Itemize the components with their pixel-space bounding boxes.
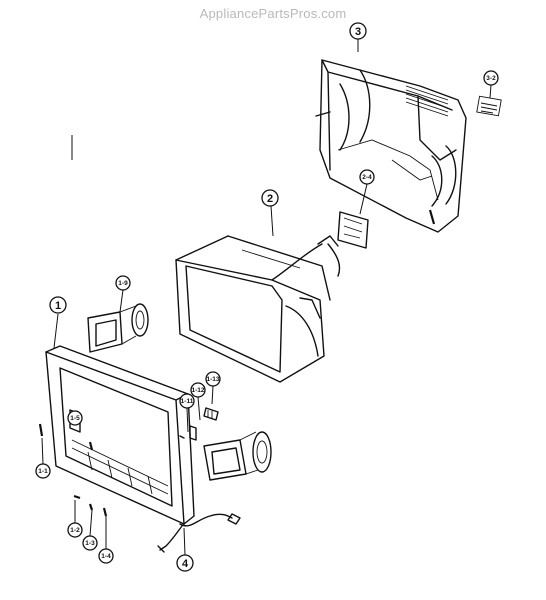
callout-1-4: 1-4 (98, 548, 114, 564)
back-cabinet (315, 59, 467, 233)
svg-text:1-13: 1-13 (206, 376, 219, 383)
callout-1-2: 1-2 (67, 522, 83, 538)
svg-text:1-4: 1-4 (101, 553, 111, 560)
speaker-left (87, 303, 149, 353)
watermark-text: AppliancePartsPros.com (199, 6, 347, 21)
svg-text:4: 4 (182, 558, 189, 570)
callout-1-13: 1-13 (205, 371, 221, 387)
callout-1-12: 1-12 (190, 382, 206, 398)
svg-text:1-2: 1-2 (70, 527, 80, 534)
svg-text:2: 2 (267, 193, 273, 205)
neck-pcb (317, 211, 369, 277)
svg-text:3: 3 (355, 26, 361, 38)
svg-text:3-2: 3-2 (486, 75, 496, 82)
control-buttons (179, 407, 219, 441)
callout-1-9: 1-9 (115, 275, 131, 291)
callout-3: 3 (349, 22, 367, 40)
svg-text:1-1: 1-1 (38, 468, 48, 475)
callout-1-3: 1-3 (82, 535, 98, 551)
svg-text:1-5: 1-5 (70, 415, 80, 422)
callout-3-2: 3-2 (483, 70, 499, 86)
speaker-right (203, 431, 272, 481)
callout-1-1: 1-1 (35, 463, 51, 479)
svg-text:1-12: 1-12 (191, 387, 204, 394)
screws (38, 423, 108, 517)
front-cabinet (45, 345, 195, 525)
picture-tube-crt (175, 235, 331, 383)
svg-text:2-4: 2-4 (362, 174, 372, 181)
leader-lines (41, 39, 492, 556)
cabinet-vents (405, 85, 449, 117)
callout-2: 2 (261, 189, 279, 207)
callout-1: 1 (49, 296, 67, 314)
callout-4: 4 (176, 554, 194, 572)
svg-text:1: 1 (55, 300, 61, 312)
svg-text:1-9: 1-9 (118, 280, 128, 287)
power-cord (157, 513, 241, 553)
callout-1-5: 1-5 (67, 410, 83, 426)
svg-text:1-11: 1-11 (181, 398, 194, 405)
callout-1-11: 1-11 (179, 393, 195, 409)
callout-2-4: 2-4 (359, 169, 375, 185)
rating-label-sticker (476, 95, 502, 117)
svg-text:1-3: 1-3 (85, 540, 95, 547)
